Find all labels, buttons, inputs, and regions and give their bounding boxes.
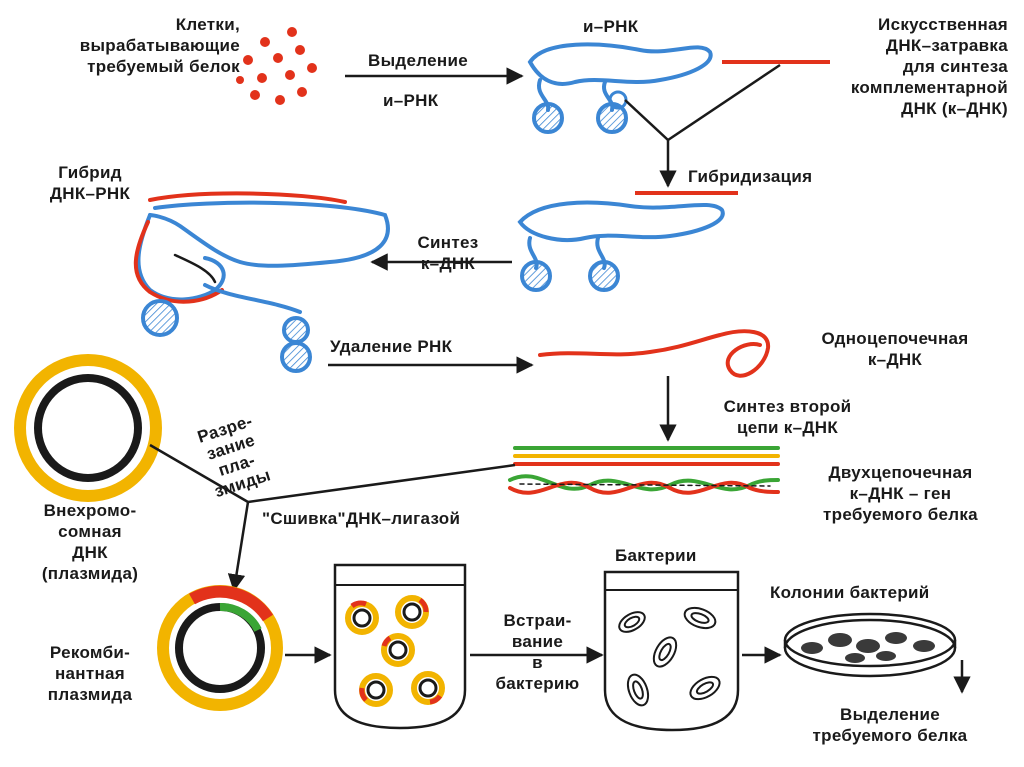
label-mrna: и–РНК (583, 17, 639, 36)
plasmid-inner-ring (34, 374, 142, 482)
label-isolation-mrna: и–РНК (383, 91, 439, 110)
label-isolation: Выделение (368, 51, 468, 70)
label-cdna-synthesis: Синтез к–ДНК (417, 233, 479, 273)
hybrid-loop-1 (141, 299, 179, 337)
double-strand-cdna (508, 446, 780, 495)
label-hybridization: Гибридизация (688, 167, 813, 186)
mrna-molecule (527, 42, 713, 112)
petri-dish (783, 612, 957, 678)
bacteria-tube (603, 570, 740, 732)
bacteria-colonies (801, 632, 935, 663)
hybrid-loop-3 (280, 341, 312, 373)
label-insertion: Встраи- вание в бактерию (495, 611, 580, 693)
label-cells: Клетки, вырабатывающие требуемый белок (79, 15, 240, 76)
hybridization-loop-2 (588, 260, 620, 292)
mrna-loops (532, 90, 628, 134)
single-strand-cdna (538, 329, 771, 378)
tube-plasmid-red-marks (350, 597, 443, 705)
hybridization-loop-1 (520, 260, 552, 292)
bacteria-cells (618, 606, 721, 707)
label-recombinant: Рекомби- нантная плазмида (47, 643, 133, 704)
hybridization-rna-molecule (517, 200, 725, 270)
label-bacteria: Бактерии (615, 546, 697, 565)
label-second-chain: Синтез второй цепи к–ДНК (723, 397, 852, 437)
hybrid-loop-2 (282, 316, 310, 344)
label-double-strand: Двухцепочечная к–ДНК – ген требуемого бе… (823, 463, 978, 524)
dna-rna-hybrid (133, 191, 390, 314)
recombinant-insert-green (219, 603, 262, 632)
label-protein-isolation: Выделение требуемого белка (812, 705, 968, 745)
label-plasmid: Внехромо- сомная ДНК (плазмида) (41, 501, 139, 583)
label-colonies: Колонии бактерий (770, 583, 930, 602)
plasmid-tube (333, 563, 467, 730)
merge-arrow-hybridization (624, 63, 781, 188)
label-rna-removal: Удаление РНК (330, 337, 453, 356)
protein-cells-dots (236, 27, 317, 105)
label-primer: Искусственная ДНК–затравка для синтеза к… (850, 15, 1008, 118)
label-hybrid: Гибрид ДНК–РНК (49, 163, 131, 203)
label-single-strand: Одноцепочечная к–ДНК (821, 329, 969, 369)
recombinant-insert-red (189, 585, 274, 622)
merge-arrow-ligase (149, 443, 516, 592)
label-ligase: "Сшивка"ДНК–лигазой (262, 509, 461, 528)
plasmid-outer-ring (14, 354, 162, 502)
